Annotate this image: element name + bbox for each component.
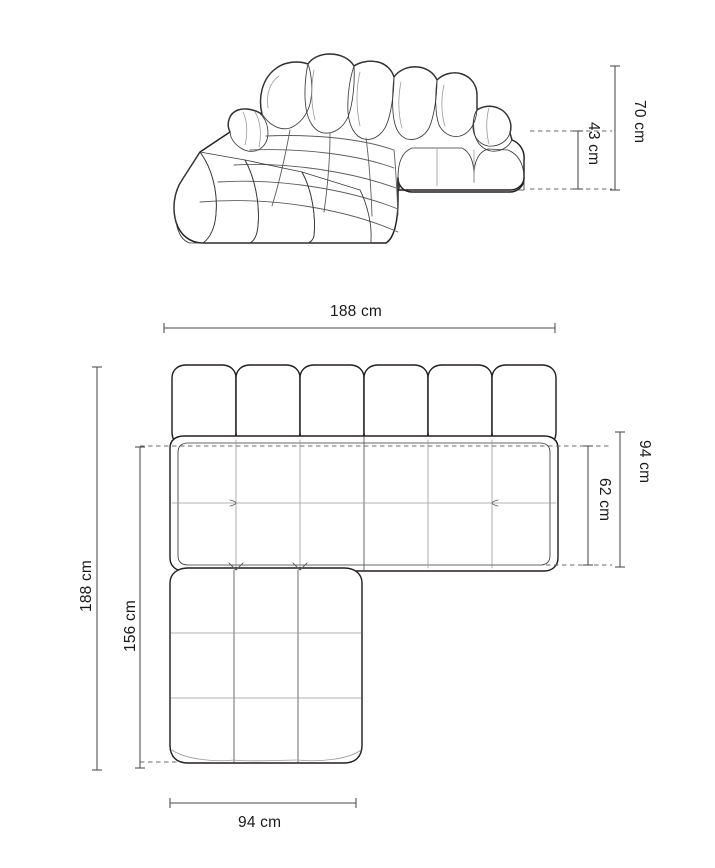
perspective-back-seam-a <box>267 75 280 109</box>
perspective-body-outline <box>173 53 525 244</box>
perspective-left-armrest-seam-2 <box>254 111 261 148</box>
dimension-label-height-seat: 43 cm <box>585 122 602 166</box>
plan-corner-pinch-2 <box>235 562 244 571</box>
plan-chaise-bottom-curve-2 <box>233 759 299 762</box>
perspective-back-cushion-3 <box>347 60 395 140</box>
perspective-back-seam-c <box>356 71 361 127</box>
plan-chaise-bottom-curve-1 <box>171 749 235 762</box>
perspective-seat-quilt-3 <box>233 164 397 189</box>
plan-pinch-2 <box>491 499 499 507</box>
perspective-right-base <box>397 177 525 191</box>
dimension-label-depth-chaise: 156 cm <box>122 599 139 652</box>
dimension-label-depth-overall: 188 cm <box>78 559 95 612</box>
perspective-seat-quilt-v3 <box>365 137 373 217</box>
dimension-label-width-overall: 188 cm <box>330 303 383 320</box>
perspective-seat-quilt-v2 <box>323 132 331 213</box>
dimension-label-height-overall: 70 cm <box>631 100 648 144</box>
perspective-seat-quilt-4 <box>217 180 399 210</box>
plan-corner-pinch-4 <box>299 562 308 571</box>
perspective-right-armrest <box>472 105 512 147</box>
perspective-back-cushion-1 <box>260 61 313 130</box>
perspective-back-seam-d <box>398 81 403 129</box>
plan-chaise-bottom-curve-3 <box>297 749 362 762</box>
perspective-seat-quilt-1 <box>265 135 395 151</box>
plan-pinch-1 <box>229 499 237 507</box>
perspective-back-seam-e <box>441 84 446 127</box>
perspective-chaise-cushion-4 <box>301 171 372 244</box>
perspective-left-armrest-seam-1 <box>242 111 248 146</box>
plan-corner-pinch-3 <box>292 562 301 571</box>
plan-view <box>169 364 559 764</box>
perspective-left-armrest <box>227 108 269 152</box>
plan-corner-pinch-1 <box>228 562 237 571</box>
perspective-view <box>173 53 525 244</box>
perspective-seat-quilt-5 <box>199 200 399 233</box>
plan-seat-block-inner <box>177 442 551 566</box>
plan-chaise-outline <box>169 567 363 764</box>
perspective-back-cushion-4 <box>392 66 438 140</box>
perspective-seat-quilt-v1 <box>271 129 291 207</box>
dimension-label-width-module: 94 cm <box>238 814 282 831</box>
perspective-back-seam-b <box>311 69 316 121</box>
perspective-right-armrest-seam-1 <box>486 107 490 145</box>
dimension-label-depth-seat: 62 cm <box>596 478 613 522</box>
perspective-seat-quilt-2 <box>249 149 395 169</box>
dimension-label-depth-module: 94 cm <box>636 440 653 484</box>
perspective-back-cushion-2 <box>304 53 355 134</box>
perspective-seat-quilt-v4 <box>393 149 399 216</box>
